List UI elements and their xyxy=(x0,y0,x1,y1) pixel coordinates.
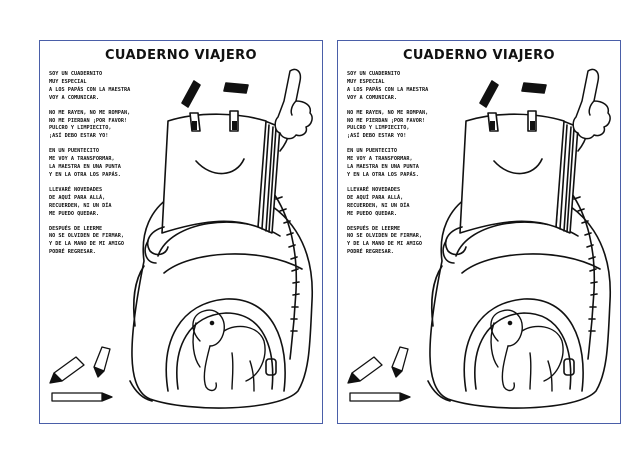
poem-line: Y DE LA MANO DE MI AMIGO xyxy=(347,241,422,248)
poem-stanza: EN UN PUENTECITO ME VOY A TRANSFORMAR, L… xyxy=(49,148,167,180)
poem-line: A LOS PAPÁS CON LA MAESTRA xyxy=(347,86,429,93)
poem-line: SOY UN CUADERNITO xyxy=(347,71,401,77)
poem-line: NO ME PIERDAN ¡POR FAVOR! xyxy=(49,117,128,124)
poem-line: RECUERDEN, NI UN DÍA xyxy=(49,202,112,209)
poem-line: ME VOY A TRANSFORMAR, xyxy=(347,156,413,163)
poem-line: A LOS PAPÁS CON LA MAESTRA xyxy=(49,86,131,93)
illustration-left xyxy=(49,68,313,409)
poem-line: Y EN LA OTRA LOS PAPÁS. xyxy=(49,171,121,178)
poem-line: LLEVARÉ NOVEDADES xyxy=(49,186,103,193)
poem-line: SOY UN CUADERNITO xyxy=(49,71,103,77)
pencil-icon xyxy=(347,346,411,402)
poem-stanza: NO ME RAYEN, NO ME ROMPAN, NO ME PIERDAN… xyxy=(49,110,167,142)
pointing-hand-icon xyxy=(572,68,611,140)
poem-line: NO ME PIERDAN ¡POR FAVOR! xyxy=(347,117,426,124)
sheet-title: CUADERNO VIAJERO xyxy=(402,48,556,63)
poem-line: PODRÉ REGRESAR. xyxy=(49,249,96,256)
poem-text: SOY UN CUADERNITO MUY ESPECIAL A LOS PAP… xyxy=(347,71,465,264)
poem-line: DE AQUÍ PARA ALLÁ, xyxy=(49,194,106,201)
poem-line: ME PUEDO QUEDAR. xyxy=(347,210,397,217)
poem-line: Y DE LA MANO DE MI AMIGO xyxy=(49,241,124,248)
elephant-icon xyxy=(490,309,564,392)
poem-line: DESPUÉS DE LEERME xyxy=(49,225,103,232)
poem-line: RECUERDEN, NI UN DÍA xyxy=(347,202,410,209)
poem-text: SOY UN CUADERNITO MUY ESPECIAL A LOS PAP… xyxy=(49,71,167,264)
backpack-icon xyxy=(129,184,313,409)
poem-line: ¡ASÍ DEBO ESTAR YO! xyxy=(49,133,109,140)
poem-line: EN UN PUENTECITO xyxy=(347,148,397,155)
poem-line: DE AQUÍ PARA ALLÁ, xyxy=(347,194,404,201)
illustration-right xyxy=(347,68,611,409)
poem-line: LA MAESTRA EN UNA PUNTA xyxy=(347,164,419,171)
poem-line: NO ME RAYEN, NO ME ROMPAN, xyxy=(347,109,429,116)
poem-line: Y EN LA OTRA LOS PAPÁS. xyxy=(347,171,419,178)
poem-line: NO SE OLVIDEN DE FIRMAR, xyxy=(347,233,422,240)
coloring-sheet-left: CUADERNO VIAJERO SOY UN CUADERNITO MUY E… xyxy=(39,40,323,424)
poem-stanza: DESPUÉS DE LEERME NO SE OLVIDEN DE FIRMA… xyxy=(49,226,167,258)
elephant-icon xyxy=(192,309,266,392)
poem-stanza: SOY UN CUADERNITO MUY ESPECIAL A LOS PAP… xyxy=(49,71,167,103)
poem-line: ¡ASÍ DEBO ESTAR YO! xyxy=(347,133,407,140)
poem-line: MUY ESPECIAL xyxy=(347,78,385,85)
poem-stanza: LLEVARÉ NOVEDADES DE AQUÍ PARA ALLÁ, REC… xyxy=(49,187,167,219)
poem-line: LLEVARÉ NOVEDADES xyxy=(347,186,401,193)
poem-line: NO ME RAYEN, NO ME ROMPAN, xyxy=(49,109,131,116)
pointing-hand-icon xyxy=(274,68,313,140)
poem-line: NO SE OLVIDEN DE FIRMAR, xyxy=(49,233,124,240)
poem-line: PULCRO Y LIMPIECITO, xyxy=(347,125,410,132)
poem-stanza: NO ME RAYEN, NO ME ROMPAN, NO ME PIERDAN… xyxy=(347,110,465,142)
poem-line: PODRÉ REGRESAR. xyxy=(347,249,394,256)
poem-line: MUY ESPECIAL xyxy=(49,78,87,85)
poem-line: PULCRO Y LIMPIECITO, xyxy=(49,125,112,132)
poem-line: EN UN PUENTECITO xyxy=(49,148,99,155)
coloring-sheet-right: CUADERNO VIAJERO SOY UN CUADERNITO MUY E… xyxy=(337,40,621,424)
poem-line: ME VOY A TRANSFORMAR, xyxy=(49,156,115,163)
poem-stanza: LLEVARÉ NOVEDADES DE AQUÍ PARA ALLÁ, REC… xyxy=(347,187,465,219)
pencil-icon xyxy=(49,346,113,402)
poem-line: VOY A COMUNICAR. xyxy=(49,94,99,101)
poem-stanza: SOY UN CUADERNITO MUY ESPECIAL A LOS PAP… xyxy=(347,71,465,103)
poem-line: ME PUEDO QUEDAR. xyxy=(49,210,99,217)
poem-line: VOY A COMUNICAR. xyxy=(347,94,397,101)
poem-stanza: EN UN PUENTECITO ME VOY A TRANSFORMAR, L… xyxy=(347,148,465,180)
poem-stanza: DESPUÉS DE LEERME NO SE OLVIDEN DE FIRMA… xyxy=(347,226,465,258)
poem-line: LA MAESTRA EN UNA PUNTA xyxy=(49,164,121,171)
poem-line: DESPUÉS DE LEERME xyxy=(347,225,401,232)
sheet-title: CUADERNO VIAJERO xyxy=(104,48,258,63)
